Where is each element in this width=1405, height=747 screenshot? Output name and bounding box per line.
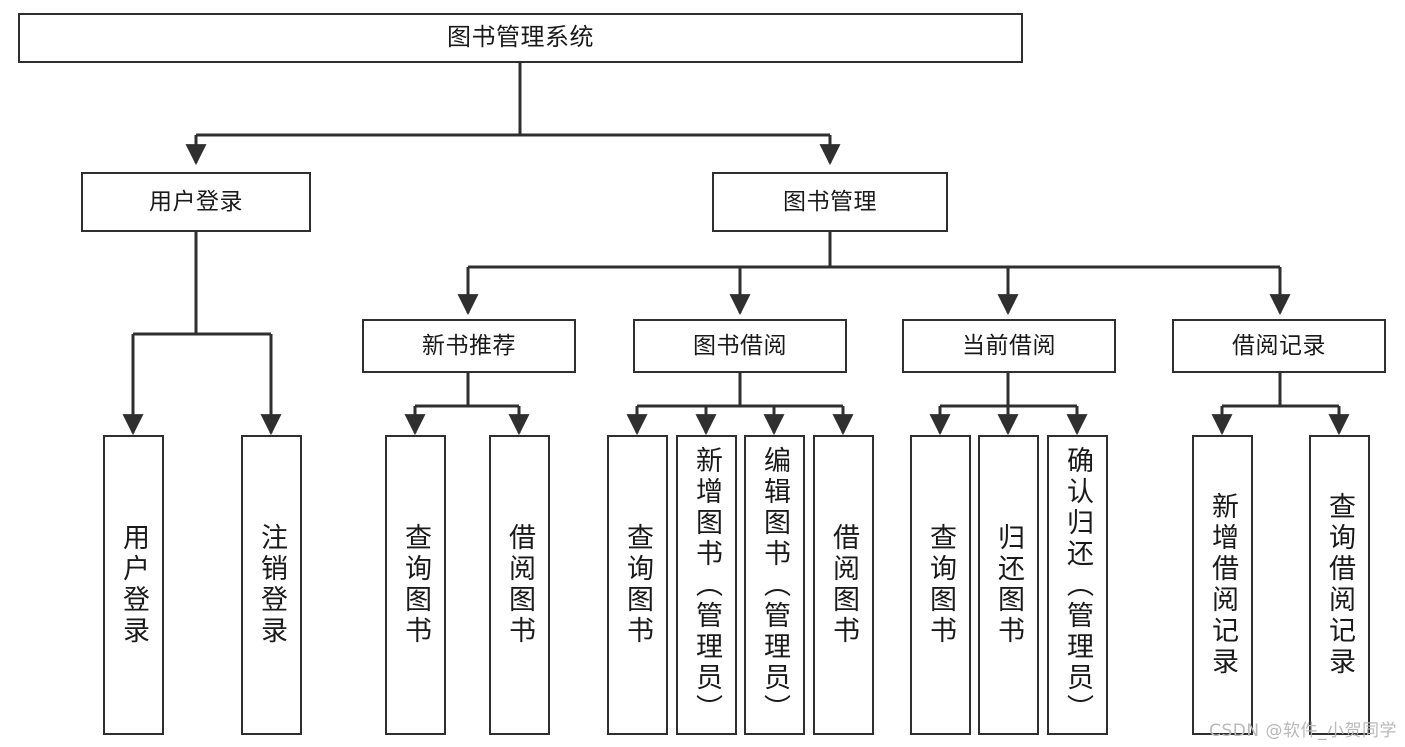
node-book-borrow[interactable]: 图书借阅: [633, 319, 847, 373]
node-label: 图书管理: [783, 188, 877, 215]
node-label: 图书管理系统: [447, 23, 594, 52]
node-leaf-borrow-book-2[interactable]: 借阅图书: [813, 435, 874, 735]
node-label: 查询图书: [400, 523, 431, 647]
node-leaf-return-book[interactable]: 归还图书: [978, 435, 1039, 735]
node-leaf-add-book[interactable]: 新增图书（管理员）: [676, 435, 737, 735]
node-new-book-recommend[interactable]: 新书推荐: [362, 319, 576, 373]
node-book-management[interactable]: 图书管理: [712, 172, 948, 232]
node-label: 新增图书（管理员）: [691, 445, 722, 725]
node-leaf-query-book-3[interactable]: 查询图书: [910, 435, 971, 735]
node-label: 查询借阅记录: [1324, 492, 1355, 678]
node-label: 用户登录: [149, 188, 243, 215]
node-leaf-add-record[interactable]: 新增借阅记录: [1192, 435, 1253, 735]
node-leaf-query-record[interactable]: 查询借阅记录: [1309, 435, 1370, 735]
node-label: 借阅图书: [504, 523, 535, 647]
node-leaf-logout-login[interactable]: 注销登录: [241, 435, 302, 735]
node-label: 注销登录: [256, 523, 287, 647]
node-label: 归还图书: [993, 523, 1024, 647]
node-label: 借阅记录: [1232, 332, 1326, 359]
node-label: 确认归还（管理员）: [1062, 445, 1093, 725]
node-root-system[interactable]: 图书管理系统: [18, 13, 1023, 63]
node-leaf-borrow-book-1[interactable]: 借阅图书: [489, 435, 550, 735]
node-leaf-user-login[interactable]: 用户登录: [103, 435, 164, 735]
node-label: 查询图书: [925, 523, 956, 647]
node-label: 借阅图书: [828, 523, 859, 647]
node-label: 用户登录: [118, 523, 149, 647]
node-borrow-record[interactable]: 借阅记录: [1172, 319, 1386, 373]
watermark: CSDN @软件_小贺同学: [1209, 721, 1397, 741]
node-current-borrow[interactable]: 当前借阅: [902, 319, 1116, 373]
node-leaf-confirm-return[interactable]: 确认归还（管理员）: [1047, 435, 1108, 735]
node-label: 新书推荐: [422, 332, 516, 359]
node-label: 编辑图书（管理员）: [759, 445, 790, 725]
node-label: 查询图书: [622, 523, 653, 647]
node-label: 图书借阅: [693, 332, 787, 359]
node-leaf-query-book-1[interactable]: 查询图书: [385, 435, 446, 735]
node-label: 新增借阅记录: [1207, 492, 1238, 678]
node-label: 当前借阅: [962, 332, 1056, 359]
node-user-login[interactable]: 用户登录: [81, 172, 311, 232]
node-leaf-edit-book[interactable]: 编辑图书（管理员）: [744, 435, 805, 735]
node-leaf-query-book-2[interactable]: 查询图书: [607, 435, 668, 735]
